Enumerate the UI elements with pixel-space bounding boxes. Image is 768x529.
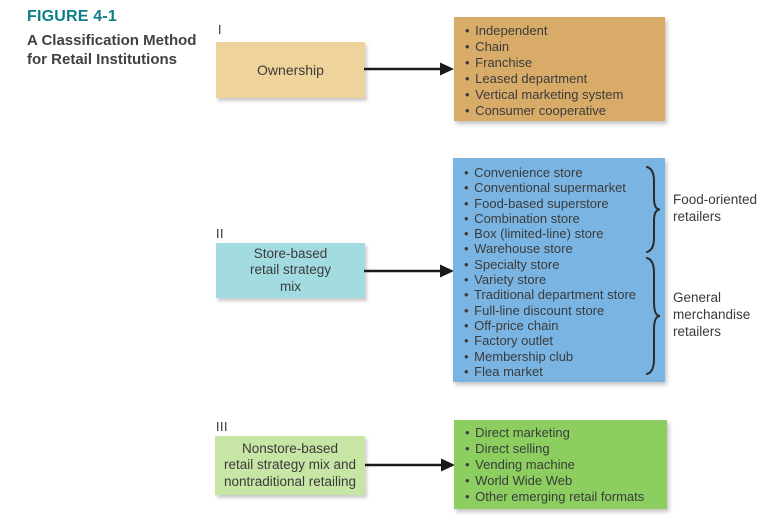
list-item-text: Membership club: [470, 348, 574, 364]
list-item-text: Franchise: [471, 55, 533, 70]
list-item: • Leased department: [465, 71, 665, 87]
bullet-icon: •: [465, 23, 470, 38]
list-item-text: Food-based superstore: [470, 195, 609, 211]
list-item-text: Consumer cooperative: [471, 103, 606, 118]
list-item-text: Chain: [471, 39, 510, 54]
bullet-icon: •: [464, 256, 469, 272]
bullet-icon: •: [464, 180, 469, 196]
list-item: • Traditional department store: [464, 287, 665, 302]
list-item: • Direct marketing: [465, 425, 667, 441]
section-1-items-box: • Independent• Chain• Franchise• Leased …: [454, 17, 665, 121]
list-item: • Food-based superstore: [464, 196, 665, 211]
section-2-items-box: • Convenience store• Conventional superm…: [453, 158, 665, 382]
section-3-category-box: Nonstore-based retail strategy mix and n…: [215, 436, 365, 495]
bullet-icon: •: [464, 302, 469, 318]
list-item-text: Direct marketing: [471, 425, 570, 440]
list-item: • Combination store: [464, 211, 665, 226]
section-2-category-label: Store-based retail strategy mix: [249, 245, 332, 294]
figure-title: A Classification Method for Retail Insti…: [27, 32, 197, 68]
section-1-category-box: Ownership: [216, 42, 365, 98]
list-item-text: Independent: [471, 23, 548, 38]
list-item: • Independent: [465, 23, 665, 39]
group-label-general-merchandise: General merchandise retailers: [673, 290, 751, 339]
bullet-icon: •: [464, 272, 469, 288]
list-item-text: Variety store: [470, 272, 547, 288]
list-item: • Vending machine: [465, 457, 667, 473]
arrow-right-icon: [364, 264, 454, 278]
bullet-icon: •: [464, 363, 469, 379]
list-item-text: Factory outlet: [470, 333, 553, 349]
list-item-text: Full-line discount store: [470, 302, 605, 318]
list-item: • Off-price chain: [464, 318, 665, 333]
list-item-text: Specialty store: [470, 256, 560, 272]
bullet-icon: •: [464, 287, 469, 303]
section-1-category-label: Ownership: [257, 61, 324, 78]
list-item-text: Traditional department store: [470, 287, 637, 303]
bullet-icon: •: [465, 425, 470, 440]
list-item-text: Warehouse store: [470, 241, 573, 257]
list-item-text: Box (limited-line) store: [470, 226, 604, 242]
list-item-text: Leased department: [471, 71, 588, 86]
bullet-icon: •: [464, 165, 469, 180]
list-item-text: Off-price chain: [470, 317, 559, 333]
list-item-text: World Wide Web: [471, 473, 573, 488]
list-item: • Full-line discount store: [464, 303, 665, 318]
bullet-icon: •: [464, 317, 469, 333]
section-2-category-box: Store-based retail strategy mix: [216, 243, 365, 298]
list-item: • World Wide Web: [465, 473, 667, 489]
list-item: • Factory outlet: [464, 333, 665, 348]
list-item-text: Combination store: [470, 210, 580, 226]
list-item: • Vertical marketing system: [465, 87, 665, 103]
bullet-icon: •: [465, 441, 470, 456]
bullet-icon: •: [465, 489, 470, 504]
list-item-text: Other emerging retail formats: [471, 489, 645, 504]
bullet-icon: •: [464, 210, 469, 226]
bullet-icon: •: [464, 226, 469, 242]
section-3-items-box: • Direct marketing• Direct selling• Vend…: [454, 420, 667, 509]
bullet-icon: •: [464, 241, 469, 257]
list-item: • Membership club: [464, 349, 665, 364]
list-item-text: Vertical marketing system: [471, 87, 624, 102]
bullet-icon: •: [465, 103, 470, 118]
arrow-right-icon: [365, 458, 455, 472]
section-3-numeral: III: [216, 420, 228, 434]
bullet-icon: •: [465, 473, 470, 488]
list-item-text: Direct selling: [471, 441, 550, 456]
list-item-text: Conventional supermarket: [470, 180, 626, 196]
bullet-icon: •: [465, 71, 470, 86]
list-item: • Conventional supermarket: [464, 180, 665, 195]
list-item: • Direct selling: [465, 441, 667, 457]
curly-brace-icon: [646, 257, 661, 375]
bullet-icon: •: [465, 39, 470, 54]
bullet-icon: •: [465, 87, 470, 102]
bullet-icon: •: [464, 195, 469, 211]
list-item-text: Flea market: [470, 363, 543, 379]
list-item-text: Vending machine: [471, 457, 575, 472]
bullet-icon: •: [464, 333, 469, 349]
curly-brace-icon: [646, 166, 661, 253]
bullet-icon: •: [465, 55, 470, 70]
list-item: • Flea market: [464, 364, 665, 379]
list-item-text: Convenience store: [470, 165, 583, 180]
section-3-category-label: Nonstore-based retail strategy mix and n…: [223, 440, 357, 489]
section-2-numeral: II: [216, 227, 224, 241]
list-item: • Warehouse store: [464, 241, 665, 256]
figure-label: FIGURE 4-1: [27, 8, 118, 25]
section-1-numeral: I: [218, 23, 222, 37]
list-item: • Convenience store: [464, 165, 665, 180]
arrow-right-icon: [364, 62, 454, 76]
list-item: • Consumer cooperative: [465, 103, 665, 119]
bullet-icon: •: [464, 348, 469, 364]
list-item: • Specialty store: [464, 257, 665, 272]
group-label-food-oriented: Food-oriented retailers: [673, 192, 758, 224]
list-item: • Other emerging retail formats: [465, 489, 667, 505]
list-item: • Chain: [465, 39, 665, 55]
list-item: • Box (limited-line) store: [464, 226, 665, 241]
list-item: • Variety store: [464, 272, 665, 287]
bullet-icon: •: [465, 457, 470, 472]
list-item: • Franchise: [465, 55, 665, 71]
